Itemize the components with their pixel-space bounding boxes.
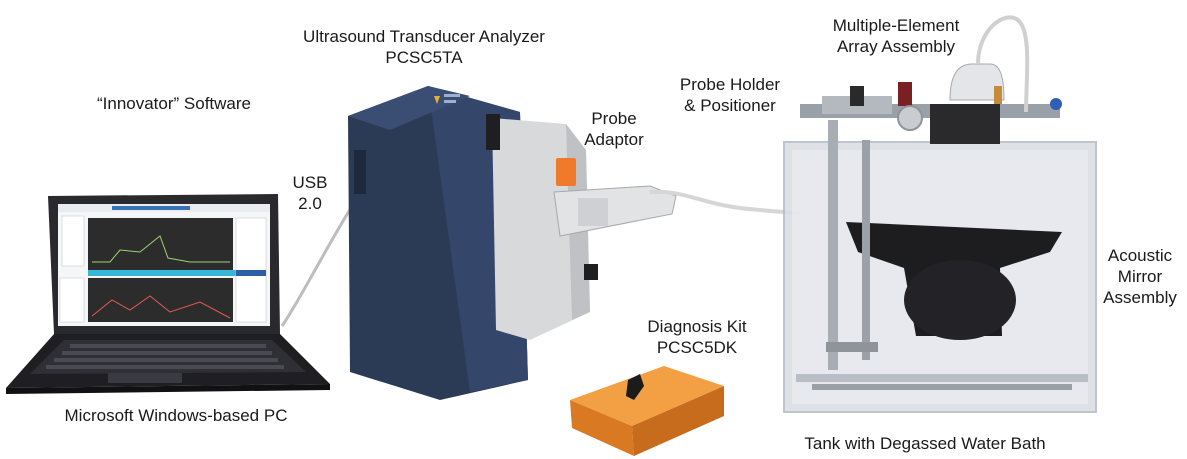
label-pc: Microsoft Windows-based PC	[64, 406, 288, 425]
label-probe-adaptor: Probe Adaptor	[584, 109, 644, 149]
label-diagnosis-kit: Diagnosis Kit PCSC5DK	[647, 317, 747, 357]
analyzer-logo	[434, 96, 440, 104]
adaptor-orange-latch	[556, 158, 576, 186]
water-tank	[783, 15, 1097, 413]
screen-plot-bottom	[88, 278, 233, 322]
label-analyzer: Ultrasound Transducer Analyzer PCSC5TA	[303, 27, 545, 67]
label-software: “Innovator” Software	[96, 94, 251, 113]
label-acoustic-mirror: Acoustic Mirror Assembly	[1103, 246, 1177, 307]
array-transducer	[949, 63, 1005, 101]
analyzer-device	[348, 86, 598, 400]
screen-plot-top	[88, 218, 233, 270]
label-probe-holder: Probe Holder & Positioner	[679, 75, 781, 115]
array-cable	[976, 15, 1030, 113]
label-array-assembly: Multiple-Element Array Assembly	[832, 16, 960, 56]
laptop	[6, 194, 330, 394]
diagnosis-kit-knob	[626, 374, 644, 400]
diagnosis-kit-box	[570, 366, 724, 456]
label-usb: USB 2.0	[292, 173, 328, 213]
laptop-touchpad	[108, 373, 182, 383]
label-tank: Tank with Degassed Water Bath	[804, 434, 1046, 453]
probe-connector	[553, 185, 801, 237]
holder-knob-red	[898, 82, 912, 106]
positioner-rail	[828, 120, 838, 370]
usb-cable	[280, 199, 358, 327]
holder-knob-dark	[850, 86, 864, 106]
